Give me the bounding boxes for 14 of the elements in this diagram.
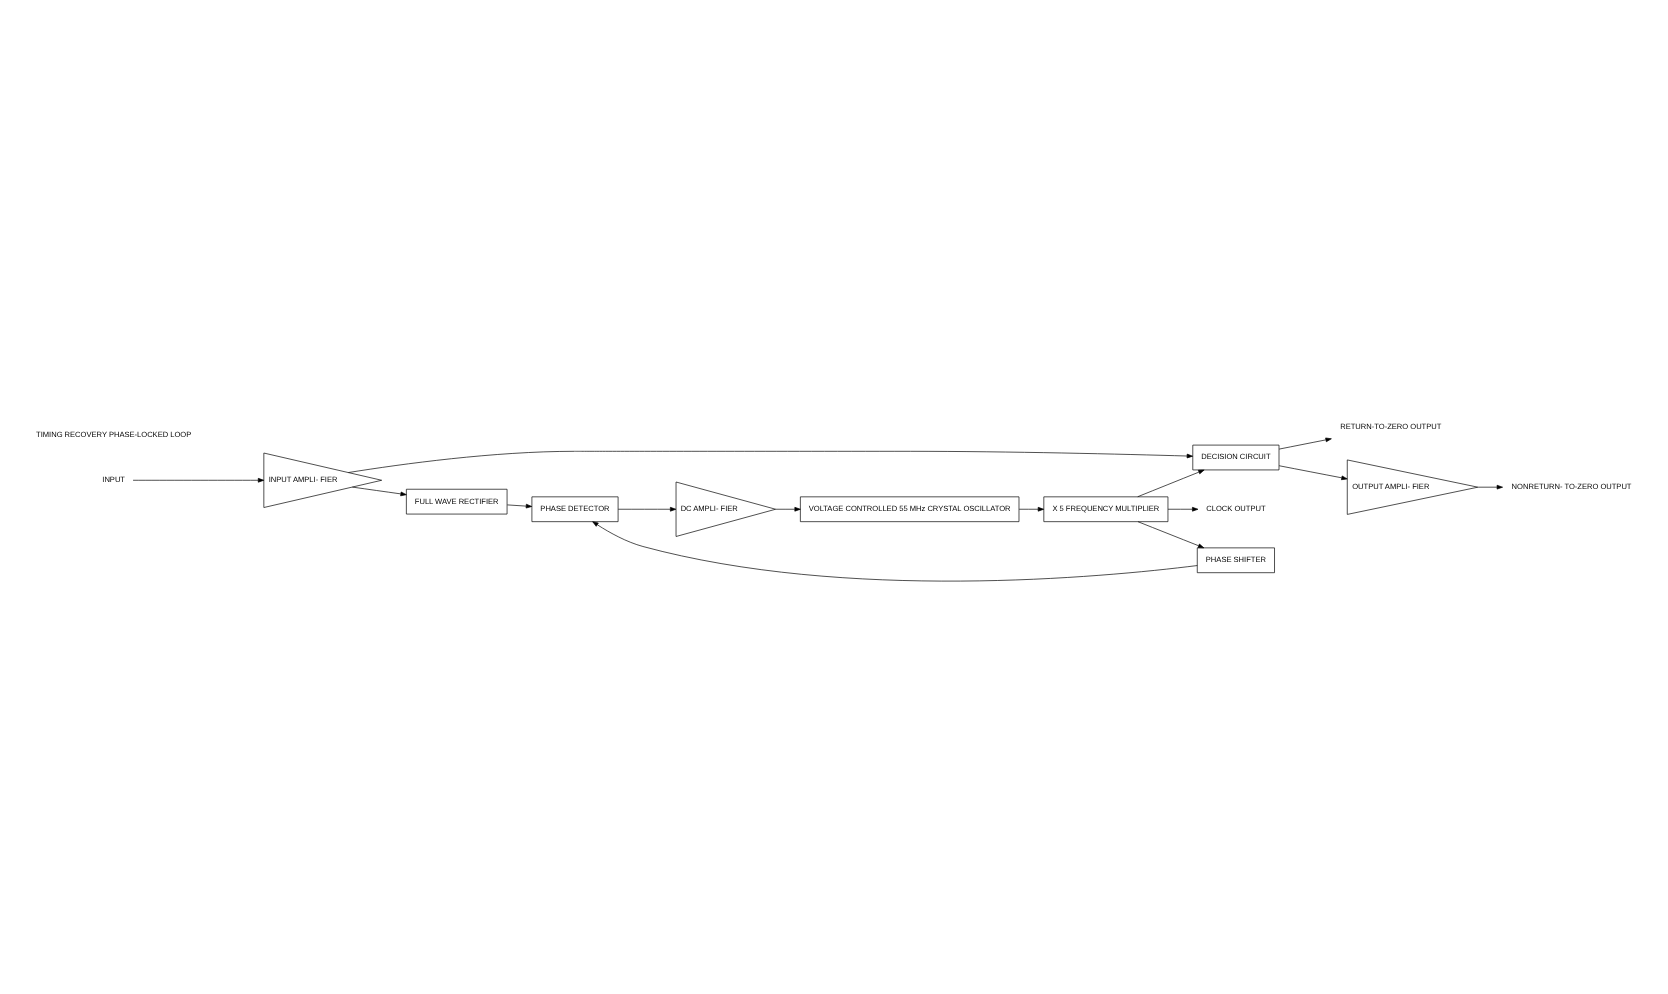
arrow [352, 485, 407, 496]
arrow [132, 477, 265, 482]
arrow [1278, 436, 1332, 449]
arrow [348, 449, 1193, 472]
arrow [617, 505, 677, 511]
arrow [592, 520, 1198, 581]
arrow [1167, 505, 1199, 511]
arrow [1137, 520, 1205, 548]
arrow [1018, 505, 1045, 511]
arrow [775, 505, 801, 511]
arrow [1137, 468, 1205, 497]
arrow [506, 502, 533, 508]
arrow [1278, 464, 1348, 480]
arrow [1477, 483, 1503, 489]
